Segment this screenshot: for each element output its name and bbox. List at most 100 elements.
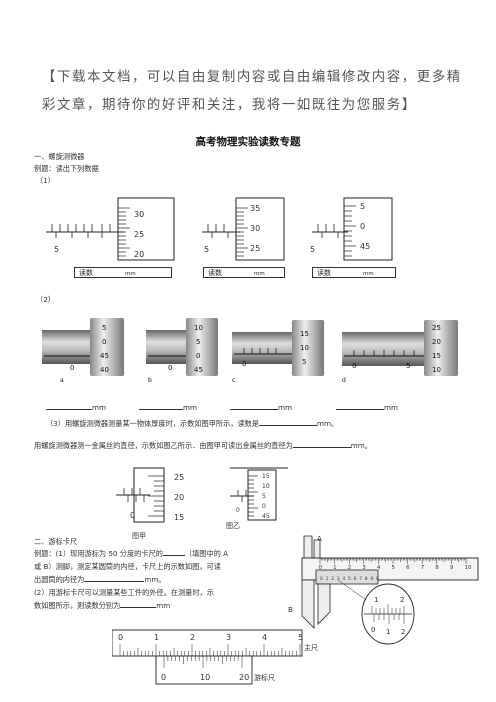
ex2-unit: mm: [156, 601, 171, 610]
d-letter: d: [342, 377, 346, 384]
yi-label: 图乙: [226, 522, 240, 530]
reading-unit-1: mm: [125, 271, 136, 277]
caliper-main-label: 3: [362, 565, 366, 571]
main-scale-tick-label: 4: [262, 633, 267, 642]
question-4-blank[interactable]: [292, 447, 351, 448]
c-t2: 5: [302, 358, 306, 366]
unit-d: mm: [384, 403, 399, 412]
b-letter: b: [148, 377, 152, 384]
part2-answer-a[interactable]: mm: [46, 402, 106, 414]
zoom-top-1: 2: [400, 596, 404, 604]
caliper-vernier-label: 8: [365, 576, 368, 582]
ex1-text-a: 例题：(1）现用游标为 50 分度的卡尺的: [34, 549, 163, 558]
part2-label: （2）: [36, 295, 55, 304]
a-letter: a: [60, 377, 64, 384]
part1-label: （1）: [36, 176, 55, 185]
part2-answer-c[interactable]: mm: [230, 402, 292, 414]
reading-unit-3: mm: [363, 271, 374, 277]
yi-t3: 0: [262, 503, 266, 510]
section1-heading: 一、螺旋测微器: [34, 152, 85, 161]
figure-yi: 15 10 5 0 45 0 图乙: [226, 467, 288, 530]
ex1-blank-jaw[interactable]: [162, 555, 185, 556]
caliper-label-a: A: [317, 535, 322, 543]
caliper-main-label: 2: [348, 565, 352, 571]
reading-label-2: 读数: [208, 269, 222, 277]
c-t1: 10: [300, 344, 309, 352]
d-main: 0: [352, 362, 356, 370]
d-t2: 15: [432, 352, 441, 360]
dial1-t2: 20: [134, 250, 144, 259]
micrometer-photo-c: 15 10 5 0 c: [232, 320, 324, 384]
yi-t4: 45: [262, 513, 270, 520]
download-notice: 【下载本文档，可以自由复制内容或自由编辑修改内容，更多精彩文章，期待你的好评和关…: [42, 70, 462, 113]
reading-box-1[interactable]: 读数 mm: [74, 267, 172, 278]
b-t1: 5: [196, 338, 200, 346]
jia-t0: 25: [174, 473, 184, 482]
ex2-blank-reading[interactable]: [120, 607, 157, 608]
question-3-unit: mm。: [317, 419, 339, 428]
dial1-t1: 25: [134, 230, 144, 239]
caliper-label-b: B: [288, 606, 293, 614]
dial2-t1: 30: [250, 224, 260, 233]
b-t0: 10: [194, 324, 203, 332]
jia-main: 0: [130, 511, 135, 520]
ex1-text-b: （填图中的 A: [184, 549, 229, 558]
yi-t1: 10: [262, 483, 270, 490]
d-t1: 20: [432, 338, 441, 346]
d-t0: 25: [432, 324, 441, 332]
vernier-scale-label: 游标尺: [254, 673, 275, 682]
caliper-vernier-label: 0: [376, 576, 379, 582]
micrometer-photo-b: 10 5 0 45 0 b: [146, 318, 218, 384]
caliper-main-label: 0: [319, 565, 323, 571]
part1-micrometer-figures: 30 25 20 5 35 30 25 5: [46, 197, 393, 261]
a-t3: 40: [100, 366, 109, 374]
caliper-main-label: 9: [450, 565, 454, 571]
section2-ex1-line1: 例题：(1）现用游标为 50 分度的卡尺的 （填图中的 A: [34, 548, 228, 560]
jia-t1: 20: [174, 493, 184, 502]
reading-box-2[interactable]: 读数 mm: [203, 267, 285, 278]
figures-jia-yi: 25 20 15 0 图甲 15 10 5 0 45 0 图乙: [116, 467, 288, 540]
main-scale-tick-label: 2: [190, 633, 195, 642]
main-scale-tick-label: 0: [118, 633, 123, 642]
page-title: 高考物理实验读数专题: [195, 136, 301, 148]
yi-main: 0: [236, 507, 240, 514]
reading-label-1: 读数: [79, 269, 93, 277]
dial1-main: 5: [54, 245, 59, 254]
reading-box-3[interactable]: 读数 mm: [312, 267, 396, 278]
caliper-main-label: 6: [406, 565, 410, 571]
micrometer-dial-2: 35 30 25 5: [202, 197, 285, 261]
ex1-blank-diameter[interactable]: [84, 581, 145, 582]
part2-answer-b[interactable]: mm: [139, 402, 197, 414]
part2-micrometer-figures: 5 0 45 40 0 a 10 5 0 45 0 b 15 10 5 0 c: [42, 318, 458, 384]
caliper-vernier-label: 9: [370, 576, 373, 582]
question-3-blank[interactable]: [259, 425, 318, 426]
dial1-t0: 30: [134, 210, 144, 219]
unit-b: mm: [183, 403, 198, 412]
vernier-scale-tick-label: 10: [200, 673, 210, 682]
caliper-vernier-label: 5: [348, 576, 351, 582]
zoom-bottom-0: 0: [371, 626, 375, 634]
b-t2: 0: [196, 352, 200, 360]
main-scale-tick-label: 3: [226, 633, 231, 642]
reading-unit-2: mm: [254, 271, 265, 277]
caliper-main-label: 7: [421, 565, 425, 571]
ex1-unit: mm。: [144, 575, 166, 584]
jia-t2: 15: [174, 513, 184, 522]
jia-label: 图甲: [132, 532, 146, 540]
a-t1: 0: [102, 338, 106, 346]
zoom-top-0: 1: [374, 596, 378, 604]
micrometer-dial-3: 5 0 45 5: [310, 197, 393, 261]
b-main: 0: [168, 364, 172, 372]
reading-label-3: 读数: [317, 269, 331, 277]
caliper-main-label: 8: [435, 565, 439, 571]
main-scale-label: 主尺: [304, 643, 318, 652]
part2-answer-d[interactable]: mm: [336, 402, 398, 414]
a-t0: 5: [102, 324, 106, 332]
c-t0: 15: [300, 330, 309, 338]
